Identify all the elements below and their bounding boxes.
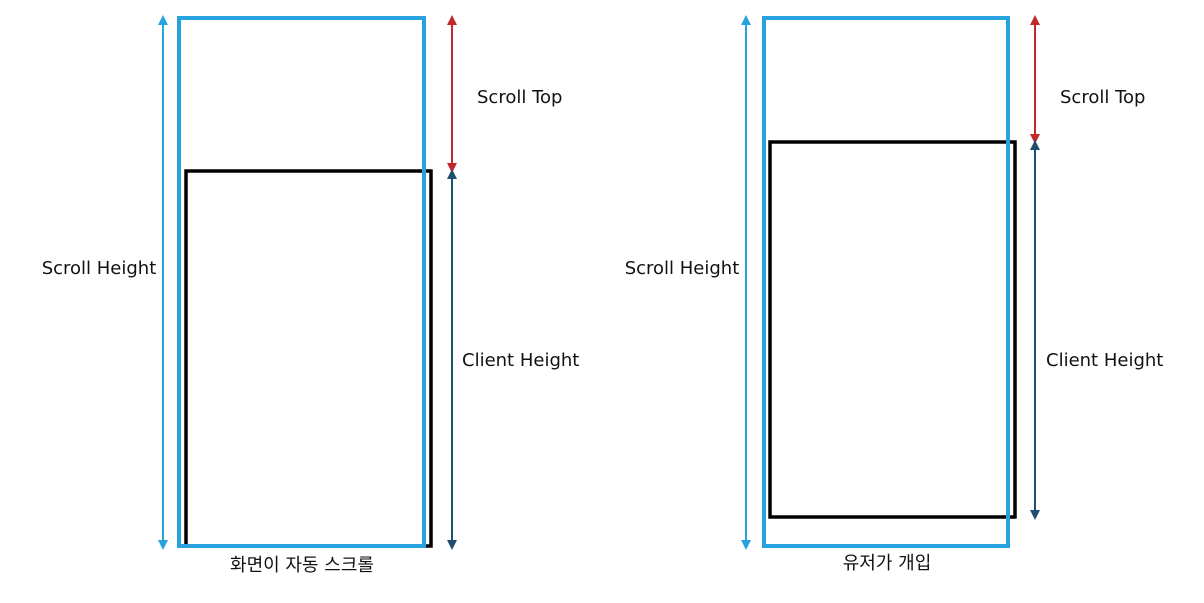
left-diagram: Scroll Height Scroll Top Client Height 화… xyxy=(42,14,579,576)
right-caption: 유저가 개입 xyxy=(843,553,932,574)
right-scroll-height-label: Scroll Height xyxy=(625,258,740,279)
right-client-height-label: Client Height xyxy=(1046,350,1163,371)
left-viewport-box xyxy=(184,169,433,548)
right-content-box xyxy=(762,16,1010,548)
right-diagram: Scroll Height Scroll Top Client Height 유… xyxy=(625,14,1163,574)
left-content-box xyxy=(177,16,426,548)
right-scroll-top-label: Scroll Top xyxy=(1060,87,1145,108)
left-scroll-top-label: Scroll Top xyxy=(477,87,562,108)
left-client-height-label: Client Height xyxy=(462,350,579,371)
left-scroll-height-label: Scroll Height xyxy=(42,258,157,279)
left-caption: 화면이 자동 스크롤 xyxy=(230,555,374,576)
right-viewport-box xyxy=(768,140,1017,519)
